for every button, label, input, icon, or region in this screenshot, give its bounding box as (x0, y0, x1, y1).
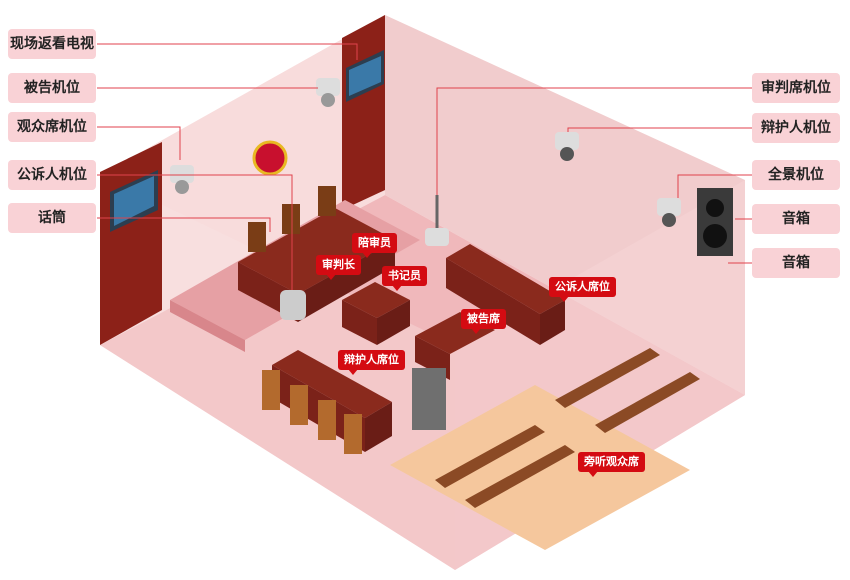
tag-defender-seat: 辩护人席位 (338, 350, 405, 375)
tag-clerk: 书记员 (382, 266, 427, 291)
defender-desk-side (365, 402, 392, 452)
camera-icon-panorama (657, 198, 681, 227)
tag-juror: 陪审员 (352, 233, 397, 258)
camera-icon-defendant (316, 78, 340, 107)
speaker-icon (697, 188, 733, 256)
callout-speaker-1: 音箱 (752, 204, 840, 234)
gallery-bench-1 (435, 425, 545, 488)
judge-chair-1 (248, 222, 266, 252)
defender-chair-2 (290, 385, 308, 425)
tag-chief-judge: 审判长 (316, 255, 361, 280)
callout-prosecutor-camera: 公诉人机位 (8, 160, 96, 190)
tag-prosecutor-seat: 公诉人席位 (549, 277, 616, 302)
defender-chair-1 (262, 370, 280, 410)
callout-judge-camera: 审判席机位 (752, 73, 840, 103)
defender-chair-3 (318, 400, 336, 440)
leader-lines (97, 43, 752, 290)
callout-defendant-camera: 被告机位 (8, 73, 96, 103)
callout-audience-camera: 观众席机位 (8, 112, 96, 142)
tag-gallery: 旁听观众席 (578, 452, 645, 477)
prosecutor-desk (446, 244, 565, 314)
judge-chair-2 (282, 204, 300, 234)
prosecutor-desk-front (446, 258, 540, 345)
camera-icon-center (425, 195, 449, 246)
judge-bench-side (298, 240, 395, 322)
back-left-wall (100, 15, 385, 345)
tv-screen-right-glass (349, 56, 381, 96)
camera-icon-floor (280, 290, 306, 320)
callout-microphone: 话筒 (8, 203, 96, 233)
camera-icon-judge (555, 132, 579, 161)
clerk-desk-front (342, 300, 377, 345)
tv-screen-left-glass (114, 176, 154, 226)
defendant-lectern (412, 368, 446, 430)
callout-panorama-camera: 全景机位 (752, 160, 840, 190)
judge-chair-3 (318, 186, 336, 216)
gallery-bench-2 (465, 445, 575, 508)
prosecutor-desk-side (540, 300, 565, 345)
callout-speaker-2: 音箱 (752, 248, 840, 278)
callout-tv: 现场返看电视 (8, 29, 96, 59)
defender-desk (272, 350, 392, 418)
callout-defender-camera: 辩护人机位 (752, 113, 840, 143)
camera-icon-audience (170, 165, 194, 194)
tag-defendant-seat: 被告席 (461, 309, 506, 334)
defender-chair-4 (344, 414, 362, 454)
clerk-desk (342, 282, 410, 318)
gallery-bench-3 (555, 348, 660, 408)
judge-bench (238, 208, 395, 294)
emblem-icon (252, 140, 288, 176)
judge-platform-front (170, 300, 245, 352)
gallery-bench-4 (595, 372, 700, 433)
clerk-desk-side (377, 300, 410, 345)
